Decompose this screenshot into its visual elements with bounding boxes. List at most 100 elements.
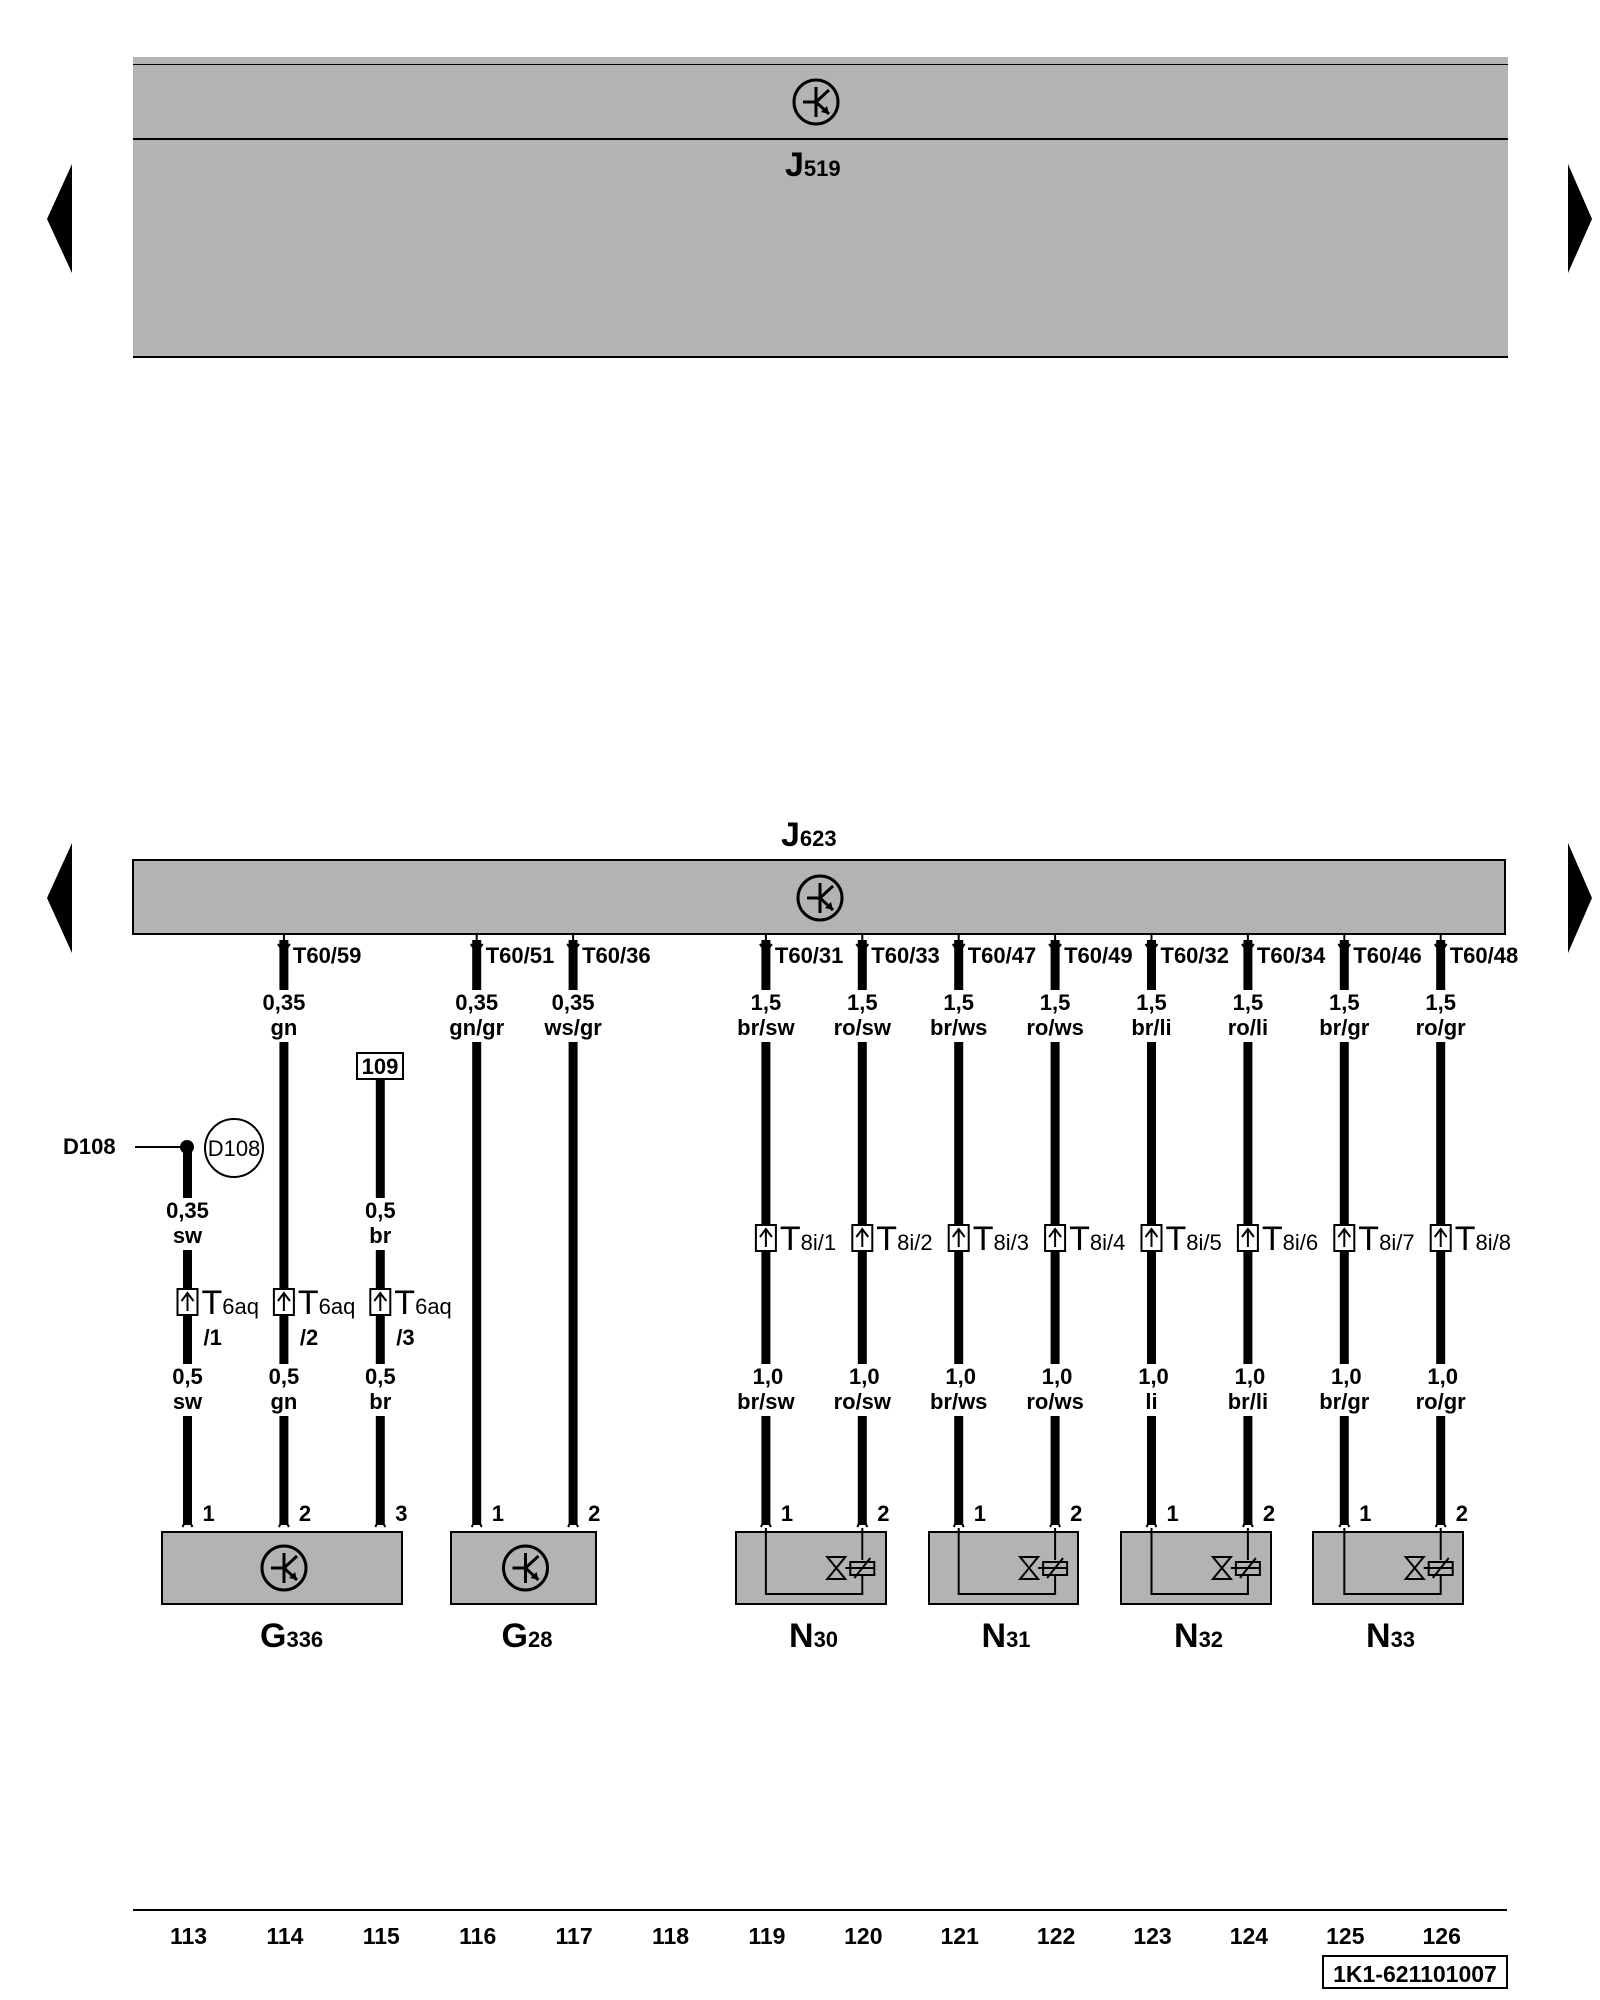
pin-number: 1 [974, 1501, 986, 1526]
wire-color: sw [173, 1223, 203, 1248]
connector-pin: /3 [396, 1325, 414, 1350]
connector-icon [1140, 1224, 1163, 1252]
wire-color: br [369, 1223, 391, 1248]
track-number: 125 [1326, 1923, 1365, 1949]
electronic-module-icon [502, 1544, 549, 1592]
electronic-module-icon [260, 1544, 308, 1592]
top-pin-label: T60/51 [486, 943, 555, 968]
connector-label: T6aq [298, 1284, 356, 1322]
component: N33 [1312, 1528, 1464, 1655]
top-pin-label: T60/48 [1450, 943, 1519, 968]
label-mask [1025, 990, 1086, 1042]
internal-wiring [957, 1528, 1057, 1595]
connector-label: T8i/6 [1262, 1220, 1318, 1258]
wire-color-bottom: li [1145, 1389, 1157, 1414]
wire-size-bottom: 0,5 [172, 1364, 203, 1389]
d108-circle-text: D108 [208, 1136, 261, 1161]
component-label: G336 [260, 1617, 323, 1655]
wire-color: gn [270, 1015, 297, 1040]
triangle-left-icon[interactable] [47, 843, 72, 953]
top-pin-label: T60/33 [871, 943, 940, 968]
connector-icon [369, 1288, 392, 1316]
track-number: 124 [1230, 1923, 1269, 1949]
connector-pin: /2 [300, 1325, 318, 1350]
d108-label: D108 [63, 1134, 116, 1159]
wire-size-bottom: 1,0 [753, 1364, 784, 1389]
j519-label: J519 [785, 146, 841, 184]
component: G336 [161, 1531, 403, 1655]
triangle-right-icon[interactable] [1568, 164, 1592, 273]
pin-arrow-icon [1241, 934, 1255, 954]
triangle-left-icon[interactable] [47, 164, 72, 273]
track-number: 117 [556, 1923, 593, 1949]
pin-arrow-icon [1338, 1514, 1351, 1528]
wire-size-bottom: 0,5 [365, 1364, 396, 1389]
valve-icon [1017, 1556, 1069, 1580]
component: N30 [735, 1528, 887, 1655]
pin-arrow-icon [567, 1514, 579, 1528]
track-number: 116 [459, 1923, 496, 1949]
pin-number: 1 [203, 1501, 215, 1526]
d108-splice: D108 D108 [63, 1118, 264, 1178]
diagram-id-box [1322, 1955, 1508, 1989]
component-label: N33 [1366, 1617, 1415, 1655]
wire-color-bottom: br [369, 1389, 391, 1414]
connector-label: T8i/3 [973, 1220, 1029, 1258]
pin-number: 2 [877, 1501, 889, 1526]
track-number: 120 [844, 1923, 882, 1949]
wire-size: 0,35 [262, 990, 305, 1015]
component: G28 [450, 1531, 597, 1655]
connector-icon [1333, 1224, 1356, 1252]
pin-arrow-icon [759, 934, 773, 954]
wire-size: 1,5 [751, 990, 782, 1015]
wire-size: 1,5 [1233, 990, 1264, 1015]
label-mask [732, 1364, 799, 1416]
wire-size-bottom: 1,0 [849, 1364, 880, 1389]
j519-sub: 519 [804, 156, 841, 181]
pin-number: 2 [1456, 1501, 1468, 1526]
top-pin-label: T60/59 [293, 943, 362, 968]
pin-number: 2 [1070, 1501, 1082, 1526]
wire-color-bottom: br/li [1228, 1389, 1268, 1414]
label-mask [1121, 990, 1182, 1042]
pin-arrow-icon [1048, 934, 1062, 954]
top-pin-label: T60/31 [775, 943, 844, 968]
label-mask [1410, 990, 1471, 1042]
pin-number: 1 [492, 1501, 504, 1526]
connector-label: T6aq [394, 1284, 452, 1322]
wire-size: 1,5 [1329, 990, 1360, 1015]
connector-pin: /1 [204, 1325, 222, 1350]
connector-icon [754, 1224, 777, 1252]
wire-color-bottom: ro/gr [1416, 1389, 1467, 1414]
valve-icon [1403, 1556, 1454, 1580]
valve-icon [1210, 1556, 1261, 1580]
wire-color-bottom: br/ws [930, 1389, 987, 1414]
wire-color: br/li [1131, 1015, 1171, 1040]
label-mask [829, 1364, 896, 1416]
triangle-right-icon[interactable] [1568, 843, 1592, 953]
connector-icon [1044, 1224, 1067, 1252]
j623-prefix: J [781, 816, 800, 854]
label-mask [154, 1364, 221, 1416]
pin-number: 1 [1359, 1501, 1371, 1526]
connector-label: T8i/4 [1069, 1220, 1125, 1258]
j623-sub: 623 [800, 826, 837, 851]
connector-label: T6aq [202, 1284, 260, 1322]
top-pin-label: T60/46 [1353, 943, 1422, 968]
label-mask [1118, 1364, 1185, 1416]
pin-arrow-icon [278, 1514, 290, 1528]
wire-color: gn/gr [449, 1015, 504, 1040]
ref-109: 109 [356, 1052, 404, 1080]
wire-size-bottom: 0,5 [269, 1364, 300, 1389]
track-number: 119 [748, 1923, 785, 1949]
wire-size-bottom: 1,0 [1427, 1364, 1458, 1389]
track-number: 121 [941, 1923, 980, 1949]
j623-module: J623 [132, 816, 1506, 935]
